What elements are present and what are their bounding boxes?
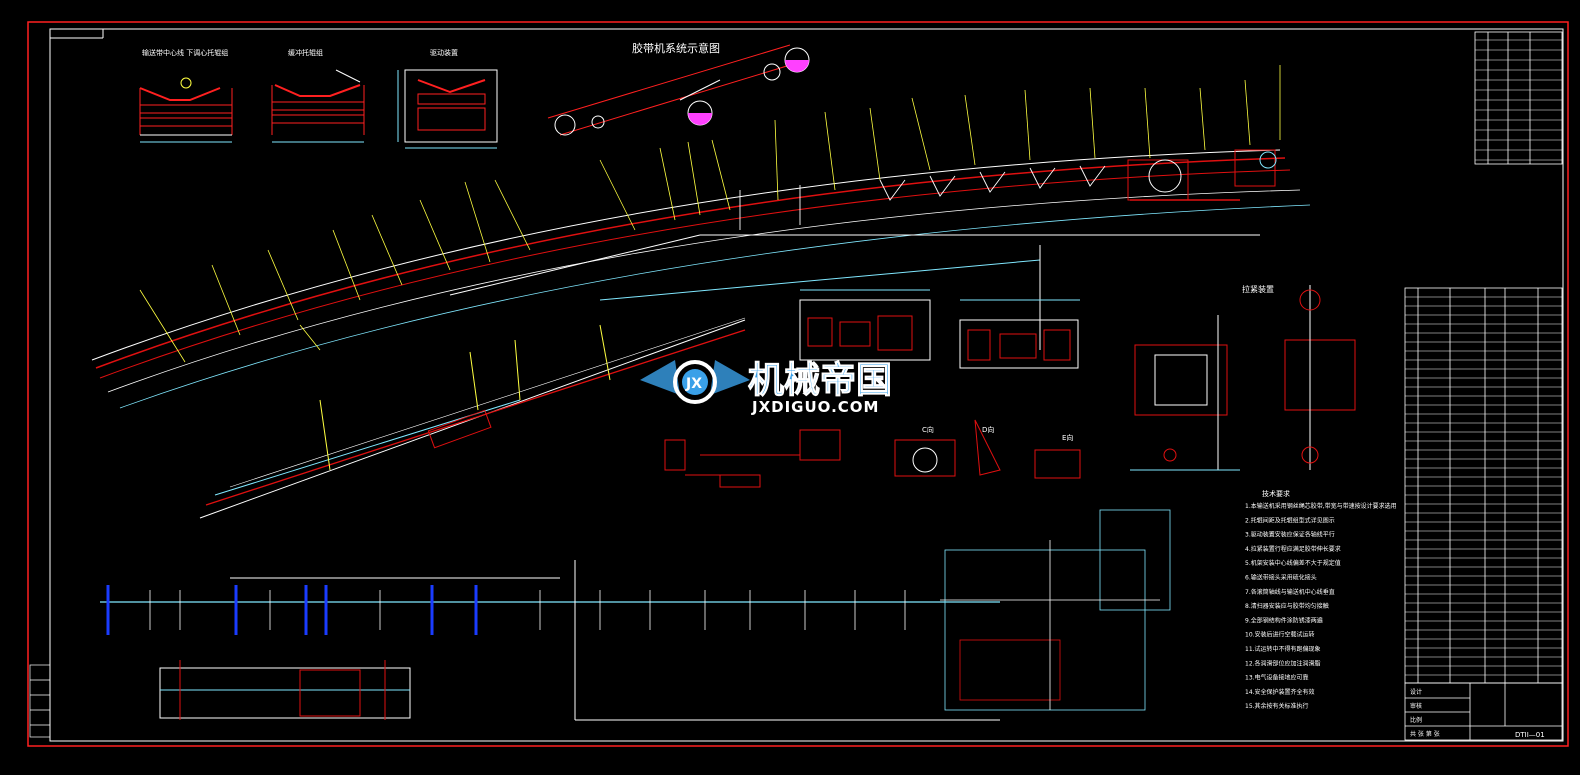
svg-text:JX: JX [685, 376, 702, 392]
drawing-number: DTII—01 [1515, 731, 1545, 739]
pulley-detail-views [547, 44, 810, 136]
view-label-carrier: 输送带中心线 下调心托辊组 [142, 48, 228, 57]
top-right-table-rows [1475, 39, 1562, 161]
plan-layout [100, 560, 1000, 721]
note-line: 13.电气设备接地应可靠 [1245, 674, 1309, 682]
revision-block [29, 664, 51, 738]
watermark-logo: JX [640, 360, 750, 404]
note-line: 1.本输送机采用钢丝绳芯胶带,带宽与带速按设计要求选用 [1245, 502, 1397, 510]
note-line: 5.机架安装中心线偏差不大于规定值 [1245, 559, 1341, 567]
title-sheet: 共 张 第 张 [1410, 730, 1440, 738]
outer-border [27, 21, 1569, 747]
frame-view [397, 69, 498, 149]
top-right-table [1474, 31, 1563, 165]
note-line: 2.托辊间距及托辊组型式详见图示 [1245, 516, 1335, 524]
watermark-latin: JXDIGUO.COM [751, 398, 879, 416]
note-line: 4.拉紧装置行程应满足胶带伸长要求 [1245, 545, 1341, 553]
section-label-d: D向 [982, 425, 994, 434]
head-station-detail [940, 509, 1171, 711]
conveyor-leader-lines [139, 65, 1281, 363]
idler-view-carrier [139, 77, 233, 143]
bom-table [1404, 287, 1563, 684]
bottom-detail [159, 660, 411, 720]
note-line: 6.输送带接头采用硫化接头 [1245, 574, 1317, 582]
bracket-detail [664, 429, 841, 488]
idler-view-return [271, 69, 365, 143]
drive-unit-view-2 [959, 299, 1080, 369]
note-line: 15.其余按有关标准执行 [1245, 702, 1309, 710]
section-views [894, 419, 1081, 479]
tension-device-view [1130, 285, 1356, 471]
note-line: 3.驱动装置安装应保证各轴线平行 [1245, 531, 1335, 539]
lower-conveyor [199, 317, 746, 519]
note-line: 8.清扫器安装应与胶带均匀接触 [1245, 602, 1329, 610]
note-line: 7.各滚筒轴线与输送机中心线垂直 [1245, 588, 1335, 596]
inner-border [49, 28, 1564, 742]
note-line: 14.安全保护装置齐全有效 [1245, 688, 1315, 696]
note-line: 12.各润滑部位应加注润滑脂 [1245, 659, 1321, 667]
note-line: 10.安装后进行空载试运转 [1245, 631, 1315, 639]
title-block [1404, 682, 1563, 741]
title-designer: 设计 [1410, 688, 1422, 696]
note-line: 9.全部钢结构件涂防锈漆两遍 [1245, 616, 1323, 624]
main-title: 胶带机系统示意图 [632, 41, 720, 55]
section-label-e: E向 [1062, 433, 1073, 442]
main-conveyor [91, 149, 1311, 409]
watermark-chinese: 机械帝国 [748, 360, 892, 401]
section-label-c: C向 [922, 425, 934, 434]
view-label-return: 缓冲托辊组 [288, 48, 323, 57]
drive-unit-view-1 [799, 289, 931, 361]
view-label-frame: 驱动装置 [430, 48, 458, 57]
technical-notes: 1.本输送机采用钢丝绳芯胶带,带宽与带速按设计要求选用 2.托辊间距及托辊组型式详… [1245, 502, 1397, 710]
title-scale: 比例 [1410, 716, 1422, 724]
title-checker: 审核 [1410, 702, 1422, 710]
bom-table-rows [1405, 296, 1562, 676]
note-line: 11.试运转中不得有跑偏现象 [1245, 645, 1321, 653]
notes-heading: 技术要求 [1262, 489, 1290, 498]
view-label-tension: 拉紧装置 [1242, 284, 1274, 294]
